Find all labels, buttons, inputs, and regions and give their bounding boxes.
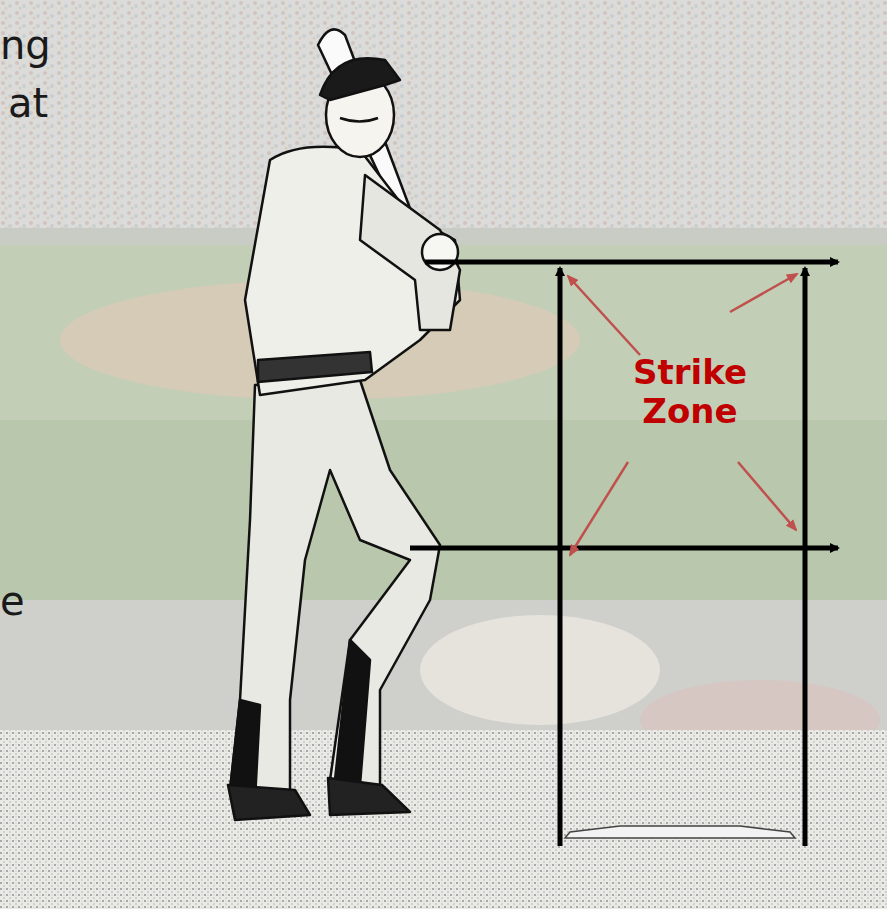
right-edge-arrow: [803, 268, 808, 846]
strike-zone-label: Strike Zone: [610, 353, 770, 431]
bottom-limit-arrow: [410, 546, 838, 551]
strike-zone-lines: [410, 262, 838, 846]
cut-off-slide-text: ng: [0, 22, 70, 68]
leader-arrows: [568, 274, 797, 555]
leader-arrow: [568, 276, 640, 355]
top-limit-arrow: [425, 260, 838, 265]
leader-arrow: [738, 462, 796, 530]
left-edge-arrow: [558, 268, 563, 846]
cut-off-slide-text: e: [0, 578, 40, 624]
home-plate: [565, 826, 795, 838]
batter-illustration: [228, 29, 460, 820]
leader-arrow: [730, 274, 797, 312]
leader-arrow: [570, 462, 628, 555]
cut-off-slide-text: at: [8, 80, 78, 126]
